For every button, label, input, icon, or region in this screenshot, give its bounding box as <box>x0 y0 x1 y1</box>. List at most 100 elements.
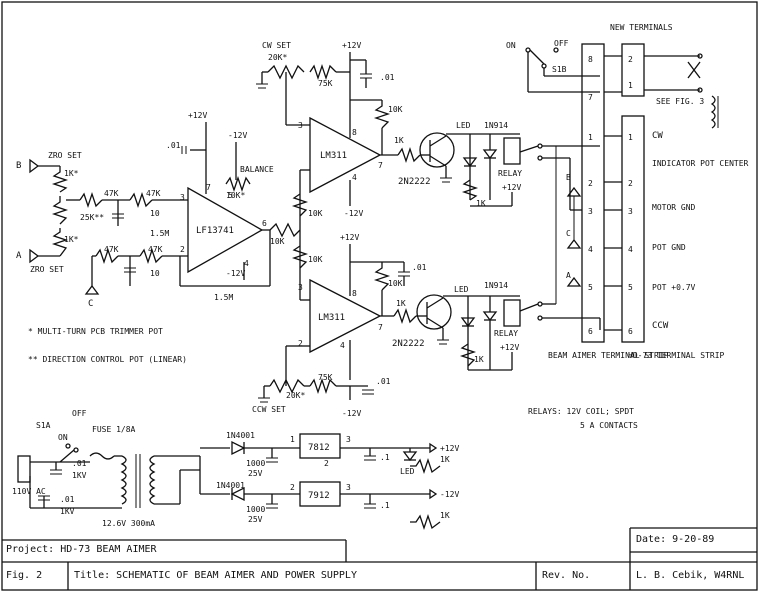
led-b-symbol <box>460 317 476 328</box>
lm311-top-pin4: 4 <box>352 173 357 182</box>
motor-gnd-label: MOTOR GND <box>652 203 696 212</box>
svg-text:7: 7 <box>378 323 383 332</box>
hd73-terminal-numbers: 1 2 3 4 5 6 <box>628 133 633 336</box>
led-b-label: LED <box>454 285 469 294</box>
svg-text:4: 4 <box>340 341 345 350</box>
led-ps-label: LED <box>400 467 415 476</box>
svg-text:2: 2 <box>628 179 633 188</box>
r1k-a-resistor <box>397 146 421 164</box>
a-terminal-label: A <box>566 271 571 280</box>
svg-text:2: 2 <box>298 339 303 348</box>
r47k-1-label: 47K <box>104 189 119 198</box>
note-direction-pot: ** DIRECTION CONTROL POT (LINEAR) <box>28 355 187 364</box>
svg-text:2: 2 <box>588 179 593 188</box>
svg-text:8: 8 <box>352 289 357 298</box>
zero-set-bottom-label: ZRO SET <box>30 265 64 274</box>
ccw-terminal-label: CCW <box>652 321 669 331</box>
led-ps-symbol <box>402 451 418 462</box>
r1k-q-a-resistor <box>461 179 479 201</box>
svg-text:5: 5 <box>588 283 593 292</box>
d1n4001-b-label: 1N4001 <box>216 481 245 490</box>
c01-ps1-label: .01 <box>72 459 87 468</box>
cw-set-pot-label: 20K* <box>268 53 287 62</box>
d1n4001-a-label: 1N4001 <box>226 431 255 440</box>
m12-lm-top-label: -12V <box>344 209 363 218</box>
r15m-b-label: 1.5M <box>214 293 233 302</box>
svg-text:8: 8 <box>588 55 593 64</box>
svg-text:2: 2 <box>628 55 633 64</box>
on-ps-label: ON <box>58 433 68 442</box>
c01-bottom-label: .01 <box>412 263 427 272</box>
hd73-strip-label: HD-73 TERMINAL STRIP <box>628 351 725 360</box>
r75k-bottom-label: 75K <box>318 373 333 382</box>
c1-b-label: .1 <box>380 501 390 510</box>
v25-a-label: 25V <box>248 469 263 478</box>
lm311-top-pin8: 8 <box>352 128 357 137</box>
author-field: L. B. Cebik, W4RNL <box>636 570 745 581</box>
svg-text:6: 6 <box>588 327 593 336</box>
contacts-note: 5 A CONTACTS <box>580 421 638 430</box>
hd73-terminal-strip <box>621 115 645 343</box>
r25k-label: 25K** <box>80 213 104 222</box>
svg-text:3: 3 <box>346 483 351 492</box>
r10k-a-label: 10K <box>388 105 403 114</box>
c01-ps2-label: .01 <box>60 495 75 504</box>
balance-label: BALANCE <box>240 165 274 174</box>
m12-bottom-label: -12V <box>342 409 361 418</box>
svg-text:7: 7 <box>206 183 211 192</box>
d1n914-b-symbol <box>482 311 498 322</box>
reg7912-label: 7912 <box>308 491 330 501</box>
r10k-balance-label: 10K* <box>226 191 245 200</box>
r47k-4-label: 47K <box>148 245 163 254</box>
r1k-zero-set-resistor <box>51 166 69 193</box>
relay-b-label: RELAY <box>494 329 518 338</box>
led-a-label: LED <box>456 121 471 130</box>
r10k-balance-resistor <box>225 175 251 193</box>
r10k-mid-label: 10K <box>270 237 285 246</box>
r10k-b-label: 10K <box>388 279 403 288</box>
r75k-top-resistor <box>309 63 337 81</box>
m12-out-label: -12V <box>440 490 459 499</box>
m12-opamp-b-label: -12V <box>226 269 245 278</box>
date-value: 9-20-89 <box>672 534 715 545</box>
r1k-q-b-label: 1K <box>474 355 484 364</box>
r15m-a-label: 1.5M <box>150 229 169 238</box>
svg-text:1: 1 <box>628 81 633 90</box>
svg-text:2: 2 <box>324 459 329 468</box>
p12-out-label: +12V <box>440 444 459 453</box>
title-label: Title: <box>74 570 111 581</box>
s1a-label: S1A <box>36 421 51 430</box>
q2n2222-b-symbol <box>416 294 452 330</box>
regulator-7812 <box>299 433 341 459</box>
lm311-top-label: LM311 <box>320 151 347 161</box>
see-fig3-label: SEE FIG. 3 <box>656 97 704 106</box>
r10-a-label: 10 <box>150 209 160 218</box>
r10-b-label: 10 <box>150 269 160 278</box>
svg-text:6: 6 <box>262 219 267 228</box>
project-value: HD-73 BEAM AIMER <box>60 544 157 555</box>
on-top-label: ON <box>506 41 516 50</box>
r1k-a-label: 1K <box>394 136 404 145</box>
c-terminal-label: C <box>566 229 571 238</box>
date-label: Date: <box>636 534 667 545</box>
p12-relay-a-label: +12V <box>502 183 521 192</box>
r1k-dir-label: 1K* <box>64 235 79 244</box>
relay-b-coil <box>503 299 521 327</box>
pot-07v-label: POT +0.7V <box>652 283 696 292</box>
r10k-mid2-label: 10K <box>308 209 323 218</box>
svg-text:4: 4 <box>628 245 633 254</box>
r47k-4-resistor <box>139 247 163 265</box>
r1k-dir-resistor <box>51 228 69 257</box>
q2n2222-a-symbol <box>419 132 455 168</box>
svg-text:6: 6 <box>628 327 633 336</box>
reg7812-label: 7812 <box>308 443 330 453</box>
off-top-label: OFF <box>554 39 569 48</box>
kv1-label: 1KV <box>72 471 87 480</box>
new-terminals-label: NEW TERMINALS <box>610 23 673 32</box>
svg-text:4: 4 <box>588 245 593 254</box>
svg-text:3: 3 <box>628 207 633 216</box>
c1000-a-label: 1000 <box>246 459 265 468</box>
title-value: SCHEMATIC OF BEAM AIMER AND POWER SUPPLY <box>116 570 357 581</box>
beam-aimer-terminal-strip <box>581 43 605 343</box>
r47k-1-resistor <box>79 191 103 209</box>
